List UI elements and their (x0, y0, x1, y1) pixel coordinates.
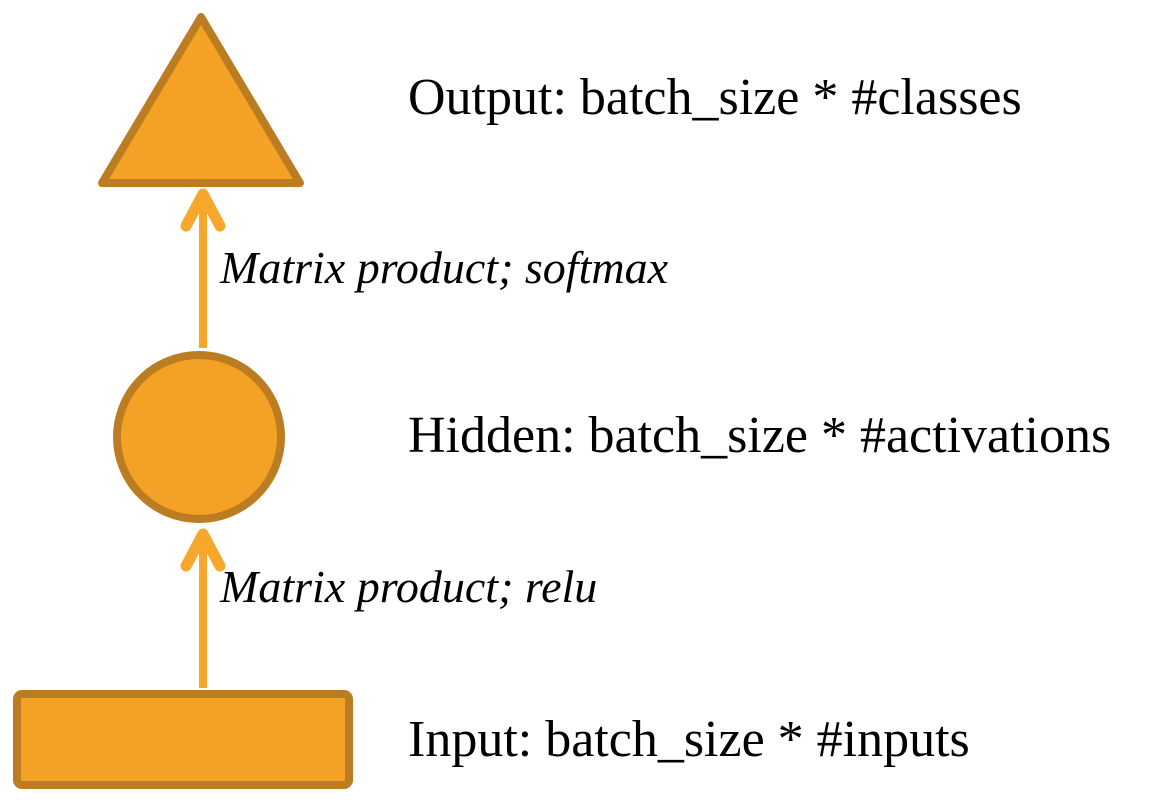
input-node-label: Input: batch_size * #inputs (408, 711, 970, 768)
arrow-input-to-hidden-head (180, 528, 226, 572)
output-node-label: Output: batch_size * #classes (408, 69, 1022, 126)
edge-label-relu: Matrix product; relu (219, 561, 597, 612)
hidden-node-label: Hidden: batch_size * #activations (408, 407, 1111, 464)
input-node-rectangle (13, 690, 353, 789)
hidden-node-circle (113, 351, 285, 523)
output-node-triangle (98, 13, 304, 187)
edge-label-softmax: Matrix product; softmax (219, 242, 669, 293)
arrow-hidden-to-output (180, 188, 226, 348)
arrow-hidden-to-output-head (180, 188, 226, 232)
arrow-input-to-hidden (180, 528, 226, 688)
